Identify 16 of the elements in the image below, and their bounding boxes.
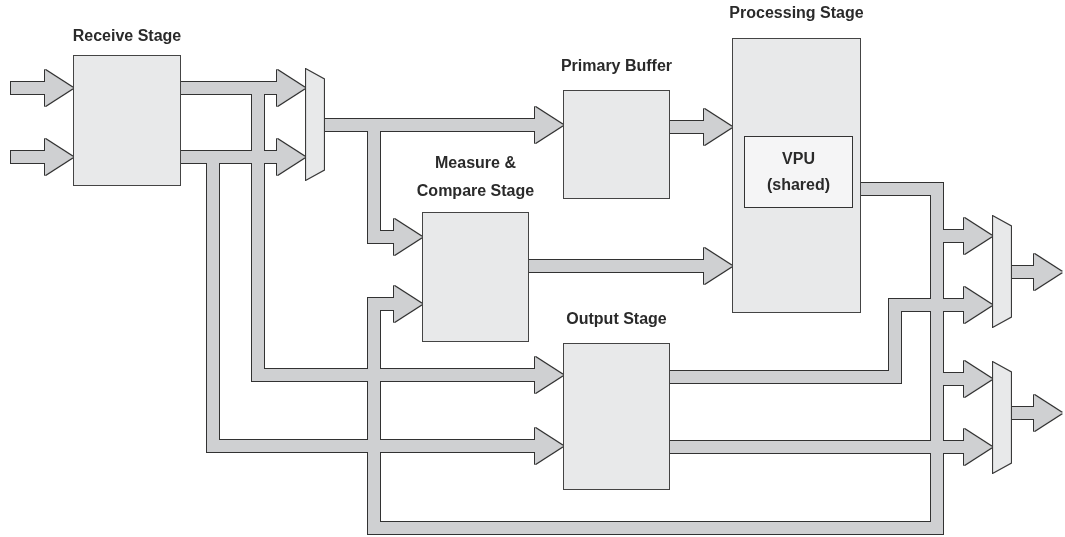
arrow bbox=[670, 287, 992, 383]
stage-label: Processing Stage bbox=[729, 3, 864, 23]
arrow bbox=[670, 109, 732, 145]
multiplexer-symbol bbox=[992, 361, 1012, 474]
unit-box bbox=[744, 136, 853, 208]
stage-label: Receive Stage bbox=[72, 26, 182, 46]
stage-label: Measure & Compare Stage bbox=[415, 153, 536, 201]
arrow bbox=[670, 429, 992, 465]
stage-label: Output Stage bbox=[566, 309, 667, 329]
multiplexer-symbol bbox=[992, 215, 1012, 328]
arrow bbox=[11, 70, 73, 106]
multiplexer-symbol bbox=[305, 68, 325, 181]
unit-label: VPU (shared) bbox=[765, 149, 832, 195]
arrow bbox=[529, 248, 732, 284]
arrow bbox=[11, 139, 73, 175]
stage-label: Primary Buffer bbox=[560, 56, 673, 76]
